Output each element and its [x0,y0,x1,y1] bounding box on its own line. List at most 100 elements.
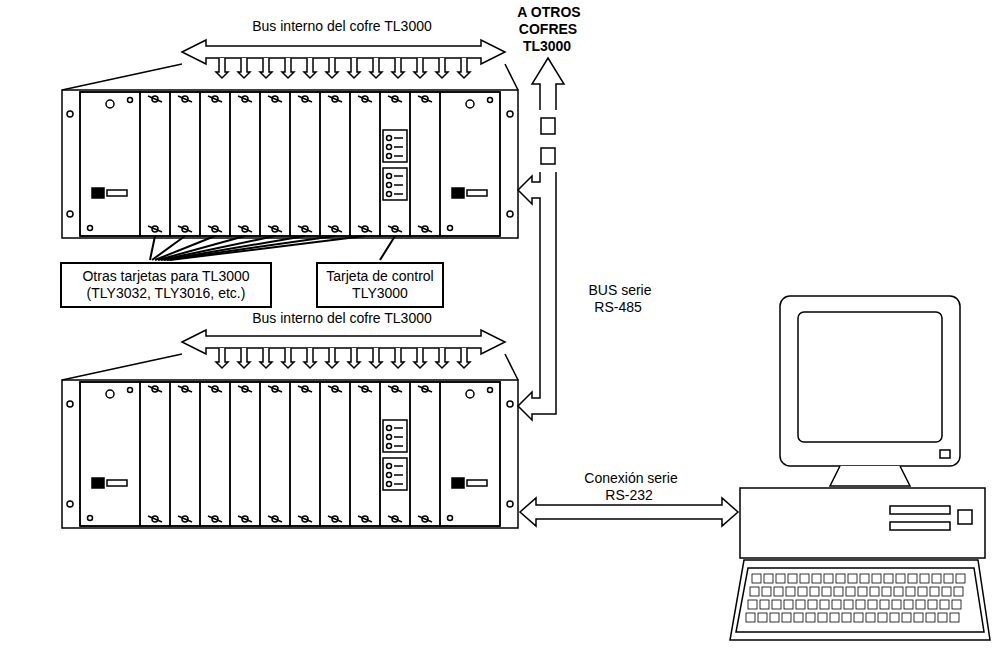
key [920,574,929,583]
key [818,613,827,622]
internal-bus-arrow [182,330,505,354]
slot-arrow [326,58,338,78]
led [387,145,392,150]
key [926,613,935,622]
key [870,587,879,596]
card-slot [230,382,260,526]
led-mark [394,193,403,195]
card-slot [350,382,380,526]
led [387,192,392,197]
card-slot [320,382,350,526]
mount-hole [507,501,513,507]
screw [88,226,93,231]
key [832,600,841,609]
screw-slot [268,96,282,102]
rs485-bus [518,58,564,420]
screw-slot [358,226,372,232]
screw-slot [238,96,252,102]
key [890,613,899,622]
key [782,613,791,622]
led [387,174,392,179]
led-mark [394,427,403,429]
screw [448,226,453,231]
screw-slot [178,386,192,392]
logo [467,190,487,196]
key [930,587,939,596]
key [810,587,819,596]
key [784,600,793,609]
slot-arrow [348,348,360,368]
slot-arrow [304,348,316,368]
screw [488,98,493,103]
key [884,574,893,583]
power-module [440,92,500,236]
key [868,600,877,609]
key [956,574,965,583]
label-text: Conexión serie RS-232 [582,470,677,503]
slot-arrow [260,58,272,78]
screw-slot [388,516,402,522]
key [808,600,817,609]
power-module [80,382,140,526]
box-text: Tarjeta de control TLY3000 [324,268,436,302]
card-slot [140,92,170,236]
led [387,154,392,159]
key [798,587,807,596]
perspective-line [505,354,518,380]
key [932,574,941,583]
key [902,613,911,622]
key [880,600,889,609]
screw-slot [358,516,372,522]
key [758,613,767,622]
screw-slot [238,226,252,232]
card-slot [170,382,200,526]
key [872,574,881,583]
mount-hole [507,401,513,407]
key [824,574,833,583]
screw-slot [268,386,282,392]
logo [92,478,104,488]
screw-slot [298,516,312,522]
screw-slot [208,516,222,522]
key [938,613,947,622]
key [806,613,815,622]
led [387,482,392,487]
logo [467,480,487,486]
screw [488,388,493,393]
slot-arrow [238,58,250,78]
label: Bus interno del cofre TL3000 [222,310,462,327]
power-module [440,382,500,526]
key [846,587,855,596]
screw [128,388,133,393]
slot-arrow [436,58,448,78]
key [820,600,829,609]
key [748,600,757,609]
logo [107,480,127,486]
card-slot [350,92,380,236]
key [894,587,903,596]
led-mark [394,465,403,467]
key [822,587,831,596]
slot-arrow [216,58,228,78]
screw-slot [148,516,162,522]
led-mark [394,146,403,148]
label: A OTROS COFRES TL3000 [493,4,603,55]
screw-slot [268,516,282,522]
key [882,587,891,596]
knob [106,390,114,398]
led-mark [394,436,403,438]
label-text: Bus interno del cofre TL3000 [250,18,434,34]
key [834,587,843,596]
card-slot [260,382,290,526]
label: Conexión serie RS-232 [570,470,690,504]
key [830,613,839,622]
led [387,136,392,141]
card-slot [410,382,440,526]
key [928,600,937,609]
slot-arrow [216,348,228,368]
keyboard-keys [746,574,965,622]
mount-hole [67,501,73,507]
key [940,600,949,609]
led-panel [383,458,407,490]
label-text: Bus interno del cofre TL3000 [250,310,434,326]
